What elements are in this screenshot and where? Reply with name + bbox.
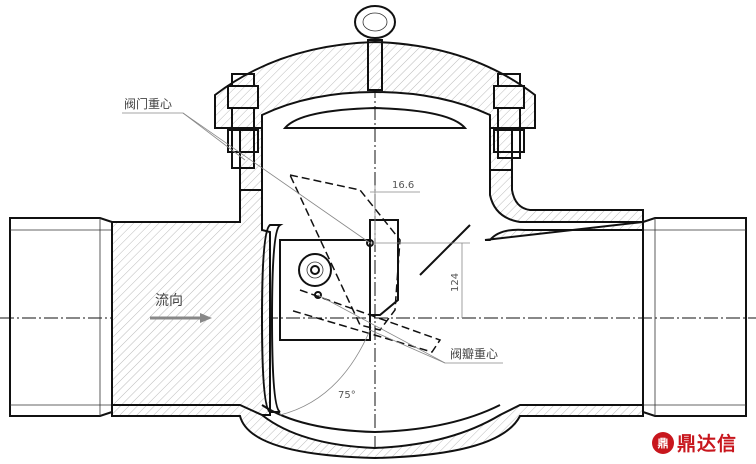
- valve-cog-label: 阀门重心: [124, 96, 172, 111]
- left-pipe-end: [9, 217, 113, 417]
- logo-text: 鼎达信: [677, 433, 738, 455]
- seat-and-disc: [260, 173, 471, 413]
- dimension-16-6: 16.6: [392, 180, 414, 191]
- annotation-lines: [122, 112, 503, 416]
- left-bolt: [227, 73, 259, 169]
- flow-arrow: [150, 313, 212, 323]
- brand-logo: 鼎 鼎达信: [652, 429, 737, 456]
- logo-mark-icon: 鼎: [652, 431, 674, 454]
- bonnet-cover: [214, 40, 536, 191]
- flow-direction-label: 流向: [155, 293, 183, 309]
- eyebolt: [354, 5, 396, 91]
- right-pipe-end: [642, 217, 747, 417]
- dimension-124: 124: [450, 273, 461, 292]
- valve-body: [111, 169, 644, 460]
- right-bolt: [493, 73, 525, 159]
- disc-cog-label: 阀瓣重心: [450, 347, 498, 361]
- angle-75: 75°: [338, 390, 356, 401]
